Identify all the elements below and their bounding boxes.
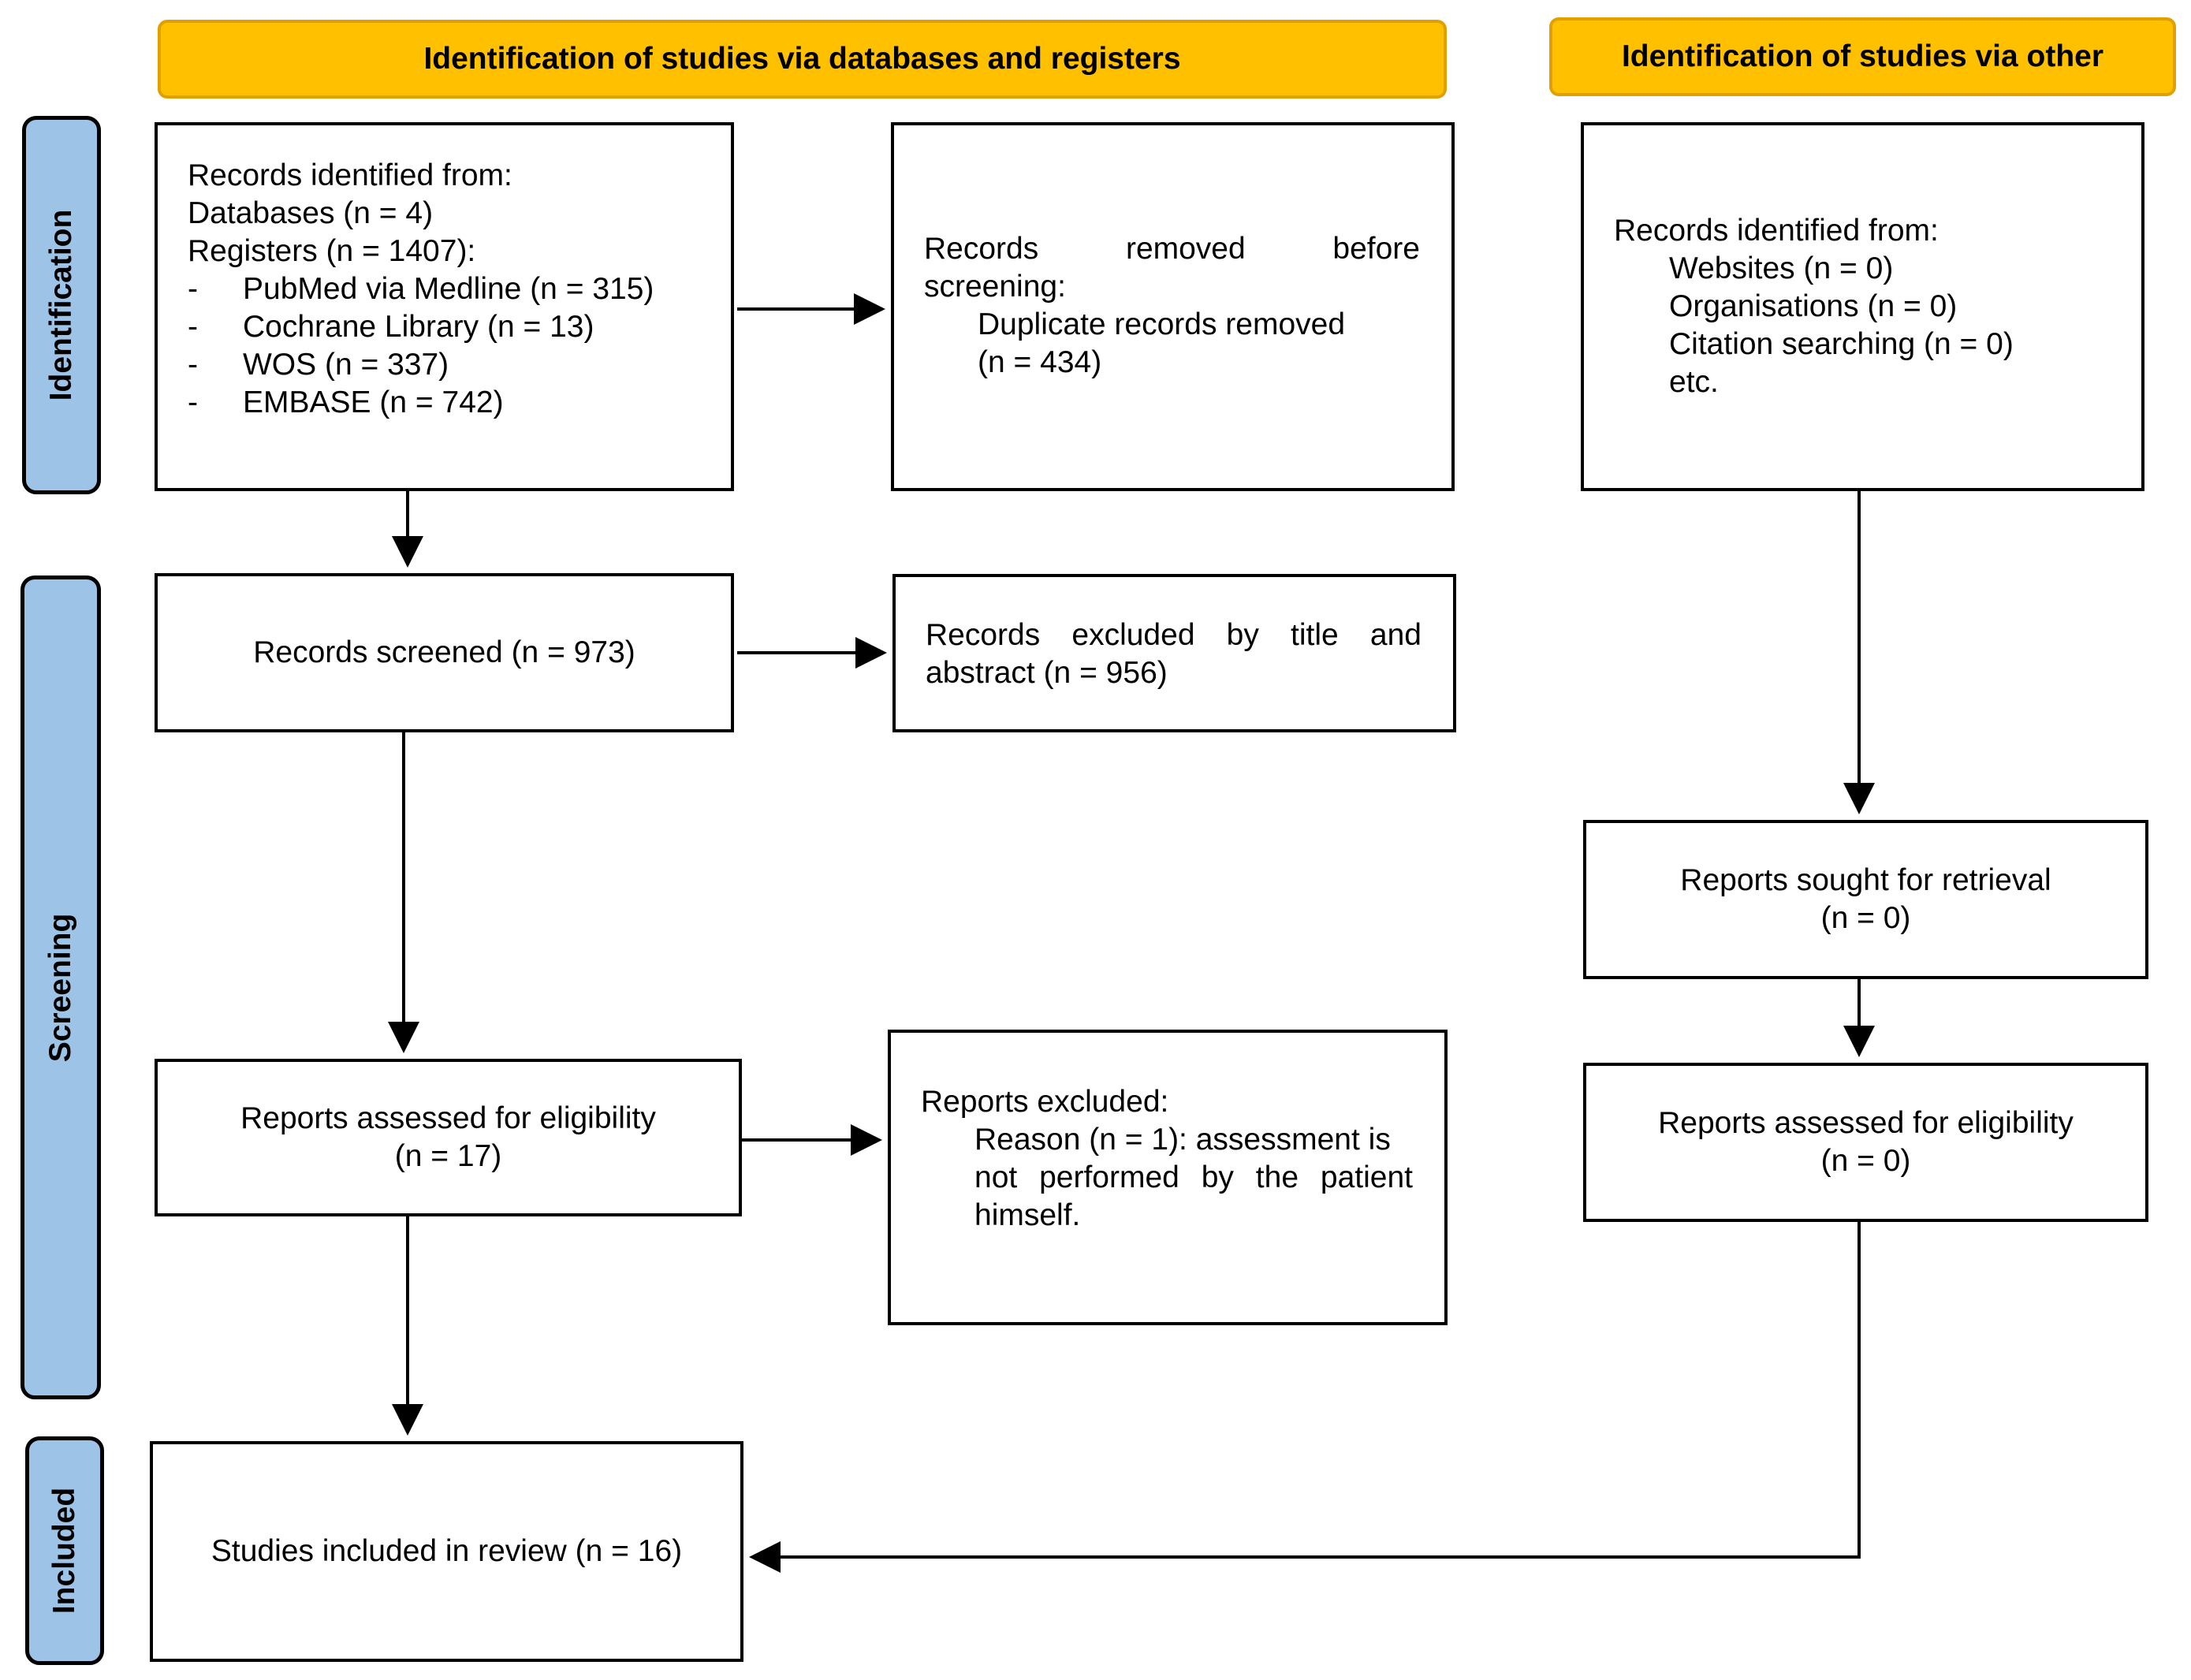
studies-included-label: Studies included in review (n = 16) [211,1534,683,1568]
records-identified-line1: Records identified from: [188,158,512,192]
other-identified-line1: Records identified from: [1614,214,1939,248]
header-databases-label: Identification of studies via databases … [423,42,1181,76]
register-item: -PubMed via Medline (n = 315) [188,272,654,306]
header-databases-registers: Identification of studies via databases … [158,20,1447,99]
records-excluded-line2: abstract (n = 956) [926,656,1168,690]
register-item: -Cochrane Library (n = 13) [188,310,594,344]
records-identified-databases: Databases (n = 4) [188,196,434,230]
box-reports-assessed-db: Reports assessed for eligibility (n = 17… [155,1059,742,1216]
records-removed-count: (n = 434) [978,345,1102,379]
reports-excluded-line1: Reports excluded: [921,1085,1169,1119]
box-other-identified: Records identified from: Websites (n = 0… [1581,122,2144,491]
other-identified-etc: etc. [1669,365,1719,399]
box-records-identified: Records identified from: Databases (n = … [155,122,734,491]
phase-identification: Identification [22,116,101,494]
reports-sought-count: (n = 0) [1820,901,1911,935]
phase-screening: Screening [20,576,101,1399]
box-studies-included: Studies included in review (n = 16) [150,1441,743,1662]
box-records-screened: Records screened (n = 973) [155,573,734,732]
reports-assessed-other-line1: Reports assessed for eligibility [1658,1106,2074,1140]
other-identified-citation: Citation searching (n = 0) [1669,327,2014,361]
arrow-other-assessed-to-included [749,1222,1861,1573]
reports-excluded-line4: himself. [974,1198,1081,1232]
reports-assessed-db-line1: Reports assessed for eligibility [240,1101,656,1135]
reports-assessed-db-count: (n = 17) [394,1139,502,1173]
box-reports-sought: Reports sought for retrieval (n = 0) [1583,820,2148,979]
records-removed-duplicates: Duplicate records removed [978,307,1346,341]
header-other-methods: Identification of studies via other [1549,17,2176,96]
reports-sought-line1: Reports sought for retrieval [1680,863,2051,897]
records-identified-registers: Registers (n = 1407): [188,234,476,268]
header-other-label: Identification of studies via other [1621,39,2104,73]
records-screened-label: Records screened (n = 973) [253,635,635,669]
reports-assessed-other-count: (n = 0) [1820,1144,1911,1178]
other-identified-websites: Websites (n = 0) [1669,251,1894,285]
box-reports-assessed-other: Reports assessed for eligibility (n = 0) [1583,1063,2148,1222]
reports-excluded-reason: Reason (n = 1): assessment is [974,1123,1391,1157]
other-identified-organisations: Organisations (n = 0) [1669,289,1958,323]
register-item: -EMBASE (n = 742) [188,386,504,419]
box-reports-excluded: Reports excluded: Reason (n = 1): assess… [888,1030,1448,1325]
register-item: -WOS (n = 337) [188,348,449,382]
phase-included: Included [25,1436,104,1665]
records-removed-line2: screening: [924,270,1066,304]
